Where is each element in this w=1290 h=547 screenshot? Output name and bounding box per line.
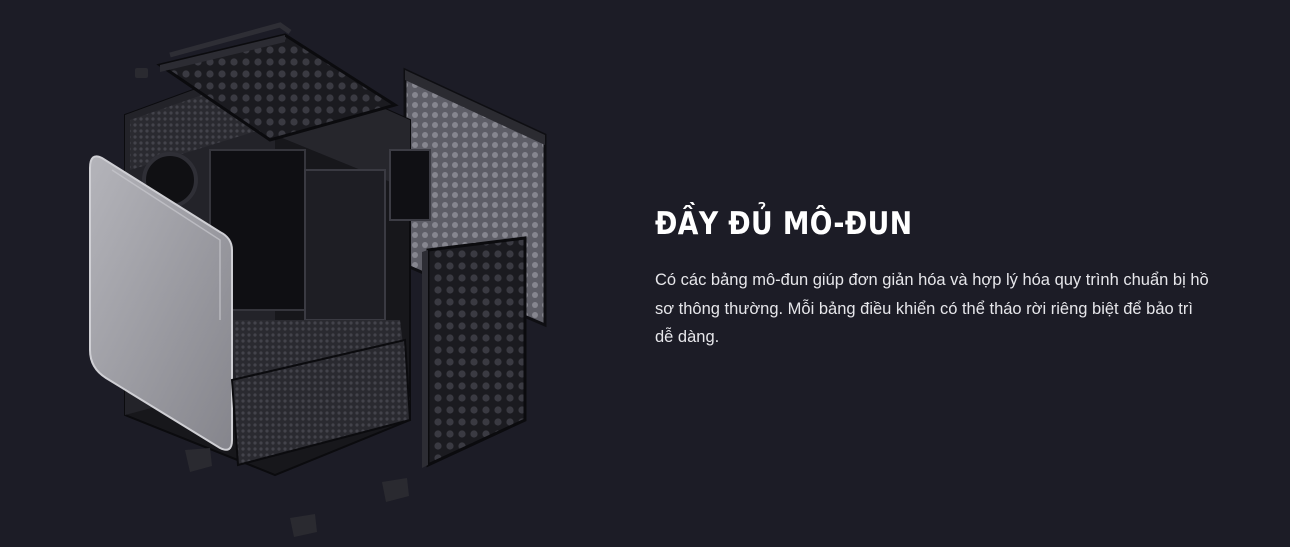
bottom-dust-filter — [230, 338, 412, 467]
pc-case-exploded-view — [89, 22, 547, 537]
top-panel — [156, 22, 399, 142]
case-feet — [135, 68, 409, 537]
exploded-case-illustration — [60, 20, 620, 540]
feature-text-block: ĐẦY ĐỦ MÔ-ĐUN Có các bảng mô-đun giúp đơ… — [655, 200, 1235, 352]
glass-side-panel — [89, 155, 233, 451]
feature-description: Có các bảng mô-đun giúp đơn giản hóa và … — [655, 271, 1209, 346]
front-mesh-panel — [422, 236, 527, 468]
feature-title: ĐẦY ĐỦ MÔ-ĐUN — [655, 206, 913, 242]
